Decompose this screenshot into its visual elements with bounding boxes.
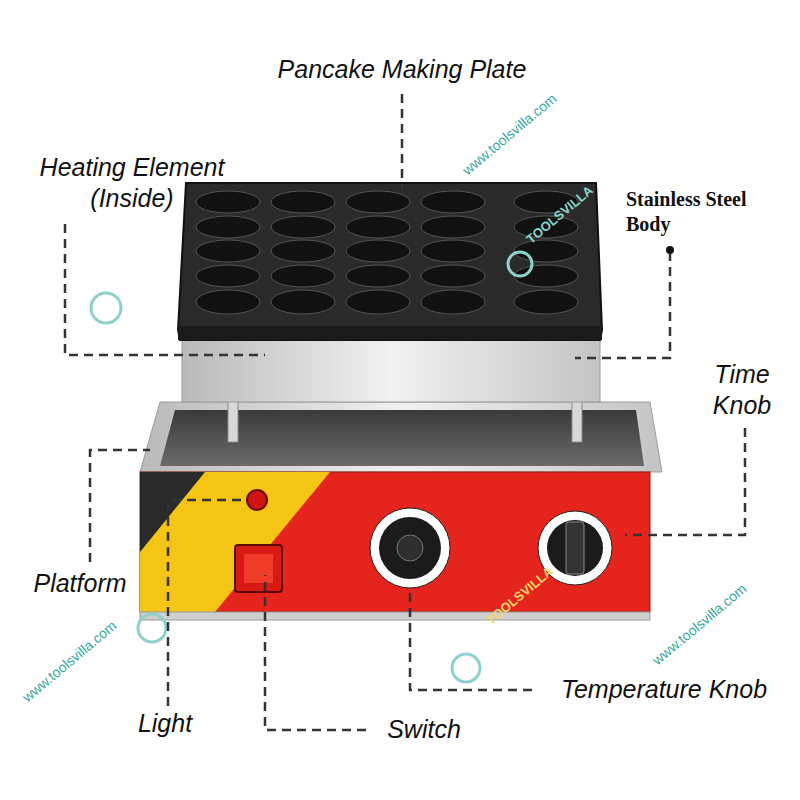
part-label: Pancake Making Plate	[278, 54, 527, 85]
base-foot	[140, 612, 650, 620]
indicator-light	[247, 490, 267, 510]
watermark: www.toolsvilla.com	[19, 618, 120, 707]
pancake-plate	[178, 183, 602, 340]
plate-edge	[178, 326, 602, 340]
plate-leg	[572, 398, 582, 442]
power-switch	[235, 545, 282, 592]
watermark: www.toolsvilla.com	[649, 581, 750, 670]
plate-wells	[196, 191, 578, 314]
part-label: Heating Element (Inside)	[15, 152, 250, 215]
temperature-dial	[370, 508, 450, 588]
part-label: Light	[138, 708, 192, 739]
time-knob	[547, 520, 603, 576]
temperature-knob	[379, 517, 441, 579]
watermark-logo	[91, 252, 532, 682]
leader-dot	[666, 246, 674, 254]
power-switch-rocker	[244, 554, 273, 583]
part-label: Switch	[387, 714, 461, 745]
part-label: Stainless Steel Body	[626, 187, 796, 237]
stainless-body	[182, 336, 600, 402]
part-label: Temperature Knob	[561, 674, 767, 705]
base-frame	[140, 402, 662, 472]
temperature-knob-cap	[397, 535, 423, 561]
front-panel	[140, 472, 650, 612]
panel-black-corner	[140, 472, 205, 552]
part-label: Time Knob	[696, 359, 788, 422]
time-knob-grip	[566, 522, 584, 574]
plate-leg	[228, 398, 238, 442]
watermark: www.toolsvilla.com	[459, 91, 560, 180]
panel-yellow-band	[140, 472, 330, 612]
part-label: Platform	[33, 568, 126, 599]
watermark: TOOLSVILLA	[523, 182, 596, 247]
watermark: TOOLSVILLA	[483, 563, 556, 628]
